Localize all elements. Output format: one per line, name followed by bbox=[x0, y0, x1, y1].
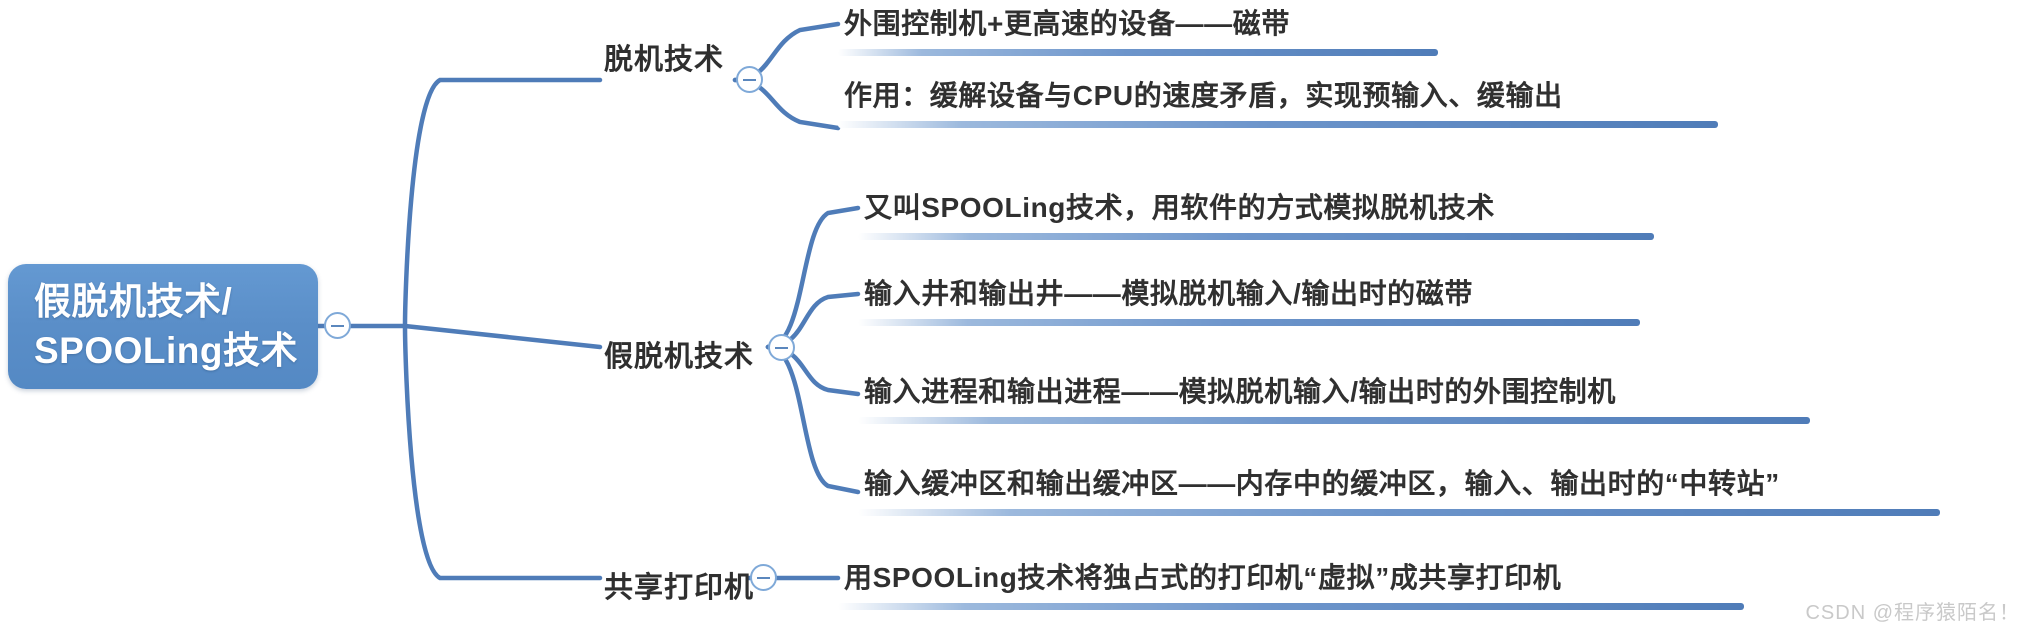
root-node-line-2: SPOOLing技术 bbox=[34, 329, 298, 371]
leaf-text: 又叫SPOOLing技术，用软件的方式模拟脱机技术 bbox=[864, 192, 1496, 223]
leaf-underline bbox=[858, 417, 1810, 424]
collapse-toggle-branch-2[interactable] bbox=[768, 334, 795, 361]
leaf-node[interactable]: 作用：缓解设备与CPU的速度矛盾，实现预输入、缓输出 bbox=[838, 74, 1718, 128]
leaf-node[interactable]: 又叫SPOOLing技术，用软件的方式模拟脱机技术 bbox=[858, 186, 1654, 240]
leaf-text: 作用：缓解设备与CPU的速度矛盾，实现预输入、缓输出 bbox=[844, 80, 1563, 111]
leaf-text: 输入进程和输出进程——模拟脱机输入/输出时的外围控制机 bbox=[864, 376, 1616, 407]
leaf-underline bbox=[858, 509, 1940, 516]
root-node[interactable]: 假脱机技术/ SPOOLing技术 bbox=[8, 264, 318, 389]
root-node-line-1: 假脱机技术/ bbox=[34, 280, 233, 322]
leaf-underline bbox=[838, 121, 1718, 128]
branch-label-offline-technology[interactable]: 脱机技术 bbox=[604, 44, 725, 76]
leaf-node[interactable]: 外围控制机+更高速的设备——磁带 bbox=[838, 2, 1438, 56]
leaf-node[interactable]: 输入缓冲区和输出缓冲区——内存中的缓冲区，输入、输出时的“中转站” bbox=[858, 462, 1940, 516]
leaf-text: 外围控制机+更高速的设备——磁带 bbox=[844, 8, 1290, 39]
leaf-node[interactable]: 输入进程和输出进程——模拟脱机输入/输出时的外围控制机 bbox=[858, 370, 1810, 424]
leaf-underline bbox=[838, 603, 1744, 610]
leaf-underline bbox=[858, 233, 1654, 240]
leaf-underline bbox=[838, 49, 1438, 56]
collapse-toggle-branch-1[interactable] bbox=[736, 66, 763, 93]
collapse-toggle-branch-3[interactable] bbox=[750, 564, 777, 591]
leaf-node[interactable]: 用SPOOLing技术将独占式的打印机“虚拟”成共享打印机 bbox=[838, 556, 1744, 610]
csdn-watermark: CSDN @程序猿陌名！ bbox=[1805, 602, 2020, 624]
branch-label-spooling-technology[interactable]: 假脱机技术 bbox=[604, 341, 755, 373]
leaf-text: 用SPOOLing技术将独占式的打印机“虚拟”成共享打印机 bbox=[844, 562, 1562, 593]
leaf-text: 输入井和输出井——模拟脱机输入/输出时的磁带 bbox=[864, 278, 1473, 309]
leaf-node[interactable]: 输入井和输出井——模拟脱机输入/输出时的磁带 bbox=[858, 272, 1640, 326]
branch-label-shared-printer[interactable]: 共享打印机 bbox=[604, 572, 755, 604]
leaf-underline bbox=[858, 319, 1640, 326]
collapse-toggle-root[interactable] bbox=[324, 312, 351, 339]
leaf-text: 输入缓冲区和输出缓冲区——内存中的缓冲区，输入、输出时的“中转站” bbox=[864, 468, 1780, 499]
